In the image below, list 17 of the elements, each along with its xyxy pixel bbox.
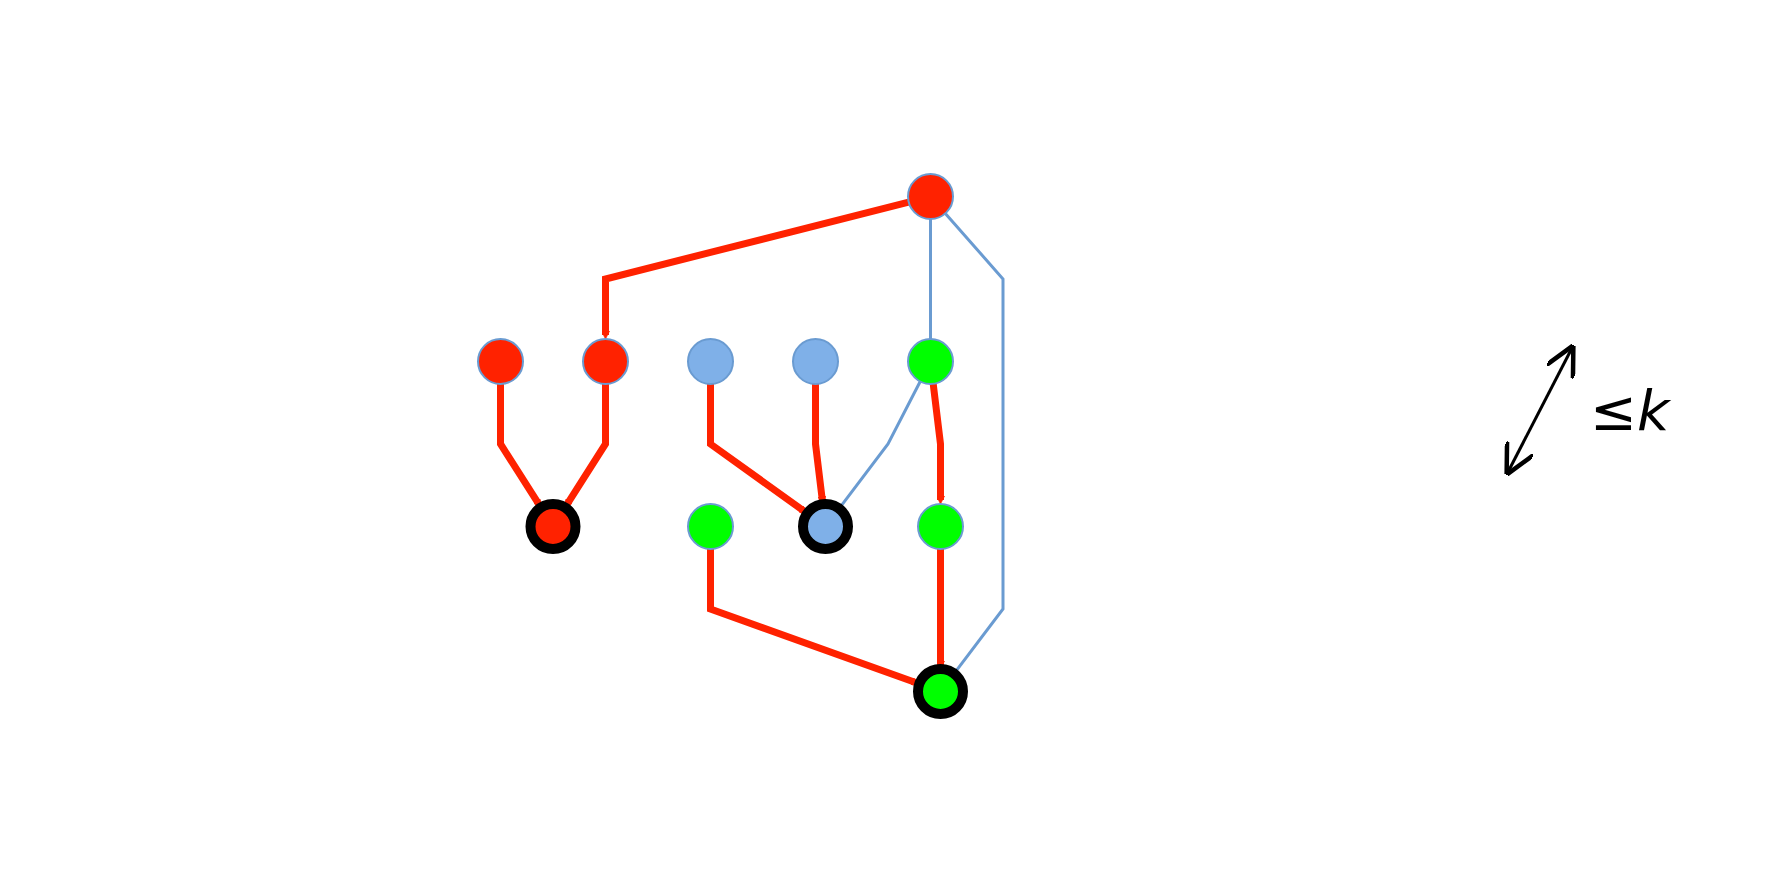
node-circle <box>581 338 629 385</box>
connector <box>928 219 932 339</box>
node-circle <box>686 338 734 385</box>
node-circle <box>912 664 968 719</box>
node-circle <box>797 499 853 554</box>
arrow <box>563 384 609 508</box>
node-circle <box>686 503 734 550</box>
distance-label: ≤k <box>1590 377 1670 443</box>
arrow <box>929 383 945 505</box>
node-circle <box>791 338 839 385</box>
node-circle <box>525 499 580 554</box>
node-circle <box>906 338 954 385</box>
arrow <box>496 384 542 508</box>
node-circle <box>906 173 954 220</box>
arrow <box>600 198 910 340</box>
node-circle <box>476 338 524 385</box>
node-circle <box>916 503 964 550</box>
